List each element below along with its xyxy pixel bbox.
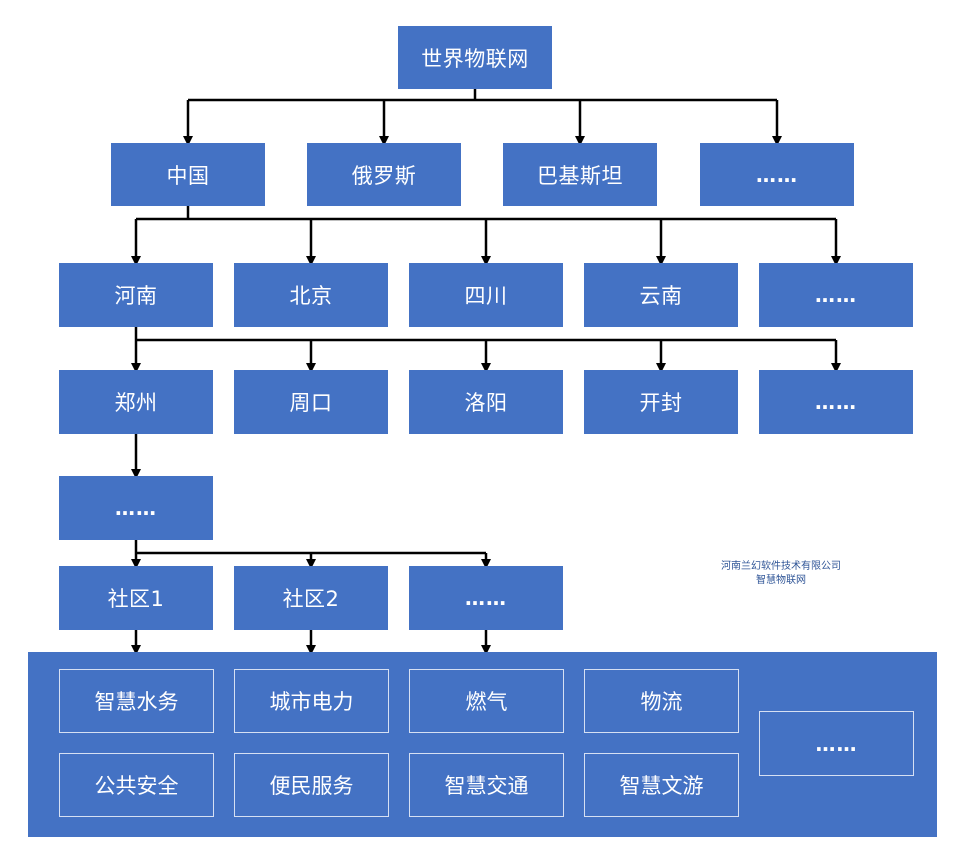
service-smart-traffic: 智慧交通 [409, 753, 564, 817]
watermark-line-company: 河南兰幻软件技术有限公司 [721, 561, 841, 572]
root-node: 世界物联网 [398, 26, 552, 89]
service-more: …… [759, 711, 914, 776]
company-watermark: 河南兰幻软件技术有限公司 智慧物联网 [681, 560, 881, 588]
service-smart-tourism: 智慧文游 [584, 753, 739, 817]
city-node-zhengzhou: 郑州 [59, 370, 213, 434]
city-node-zhoukou: 周口 [234, 370, 388, 434]
service-gas: 燃气 [409, 669, 564, 733]
service-smart-water: 智慧水务 [59, 669, 214, 733]
city-node-luoyang: 洛阳 [409, 370, 563, 434]
service-public-safety: 公共安全 [59, 753, 214, 817]
country-node-more: …… [700, 143, 854, 206]
province-node-henan: 河南 [59, 263, 213, 327]
country-node-pakistan: 巴基斯坦 [503, 143, 657, 206]
city-node-kaifeng: 开封 [584, 370, 738, 434]
country-node-russia: 俄罗斯 [307, 143, 461, 206]
province-node-yunnan: 云南 [584, 263, 738, 327]
community-node-1: 社区1 [59, 566, 213, 630]
community-node-2: 社区2 [234, 566, 388, 630]
services-panel: 智慧水务 城市电力 燃气 物流 公共安全 便民服务 智慧交通 智慧文游 …… [28, 652, 937, 837]
province-node-sichuan: 四川 [409, 263, 563, 327]
watermark-line-product: 智慧物联网 [756, 575, 806, 586]
province-node-more: …… [759, 263, 913, 327]
service-logistics: 物流 [584, 669, 739, 733]
community-node-more: …… [409, 566, 563, 630]
district-node-more: …… [59, 476, 213, 540]
country-node-china: 中国 [111, 143, 265, 206]
city-node-more: …… [759, 370, 913, 434]
service-city-power: 城市电力 [234, 669, 389, 733]
service-convenience: 便民服务 [234, 753, 389, 817]
province-node-beijing: 北京 [234, 263, 388, 327]
